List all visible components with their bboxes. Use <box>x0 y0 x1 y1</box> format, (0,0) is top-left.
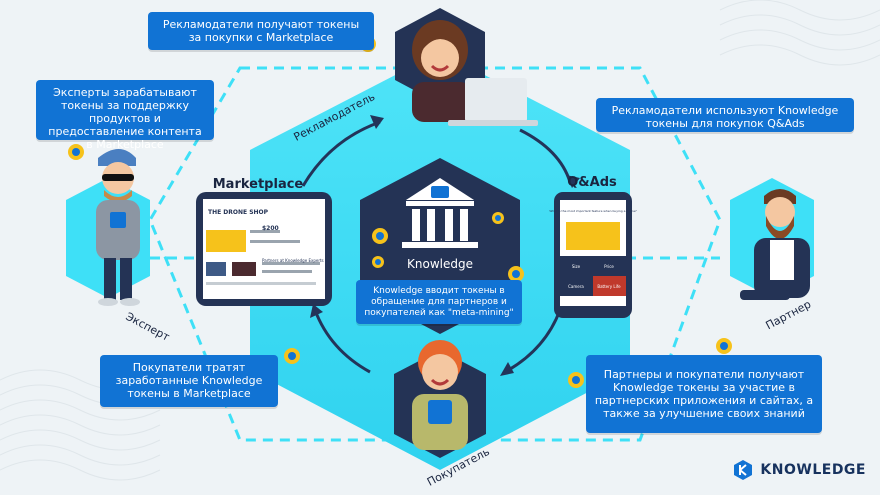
token-icon <box>284 348 300 364</box>
callout-buyers-spend: Покупатели тратят заработанные Knowledge… <box>100 355 278 407</box>
buyer-character <box>412 340 468 450</box>
callout-advertisers-use: Рекламодатели используют Knowledge токен… <box>596 98 854 132</box>
marketplace-shop-title: THE DRONE SHOP <box>208 209 269 216</box>
callout-advertisers-get: Рекламодатели получают токены за покупки… <box>148 12 374 50</box>
qads-phone <box>554 192 632 318</box>
brand-name: KNOWLEDGE <box>760 462 866 478</box>
callout-text: Эксперты зарабатывают токены за поддержк… <box>48 86 202 151</box>
marketplace-price: $200 <box>262 225 279 232</box>
section-marketplace: Marketplace <box>213 177 304 192</box>
callout-text: Knowledge вводит токены в обращение для … <box>364 286 514 318</box>
token-icon <box>492 212 504 224</box>
callout-partners-buyers-receive: Партнеры и покупатели получают Knowledge… <box>586 355 822 433</box>
callout-text: Покупатели тратят заработанные Knowledge… <box>115 361 263 400</box>
expert-character <box>96 149 140 306</box>
arrow-heads <box>310 115 580 376</box>
qads-option[interactable]: Size <box>572 264 581 269</box>
knowledge-label: Knowledge <box>407 257 473 271</box>
background-waves <box>0 0 880 481</box>
qads-option[interactable]: Camera <box>568 284 584 289</box>
token-icon <box>716 338 732 354</box>
callout-text: Рекламодатели получают токены за покупки… <box>162 18 360 44</box>
brand-logo: KNOWLEDGE <box>732 459 866 481</box>
token-icon <box>372 228 388 244</box>
callout-knowledge-introduces: Knowledge вводит токены в обращение для … <box>356 280 522 324</box>
qads-option[interactable]: Battery Life <box>597 284 621 289</box>
token-icon <box>372 256 384 268</box>
partner-character <box>740 189 810 300</box>
role-expert: Эксперт <box>124 310 173 344</box>
role-partner: Партнер <box>764 298 814 333</box>
callout-text: Рекламодатели используют Knowledge токен… <box>611 104 839 130</box>
bank-icon <box>402 178 478 248</box>
advertiser-character <box>412 20 538 126</box>
marketplace-tablet <box>196 192 332 306</box>
marketplace-bottom-heading: Partners at Knowledge Experts <box>262 258 324 263</box>
token-icon <box>568 372 584 388</box>
callout-text: Партнеры и покупатели получают Knowledge… <box>594 368 814 420</box>
token-icon <box>508 266 524 282</box>
token-icon <box>68 144 84 160</box>
qads-option[interactable]: Price <box>604 264 614 269</box>
section-qads: Q&Ads <box>567 175 617 190</box>
callout-experts-earn: Эксперты зарабатывают токены за поддержк… <box>36 80 214 151</box>
knowledge-logo-icon <box>734 460 753 480</box>
outer-dashed-ring <box>148 66 722 442</box>
qads-question: What is the most important feature when … <box>549 209 637 213</box>
